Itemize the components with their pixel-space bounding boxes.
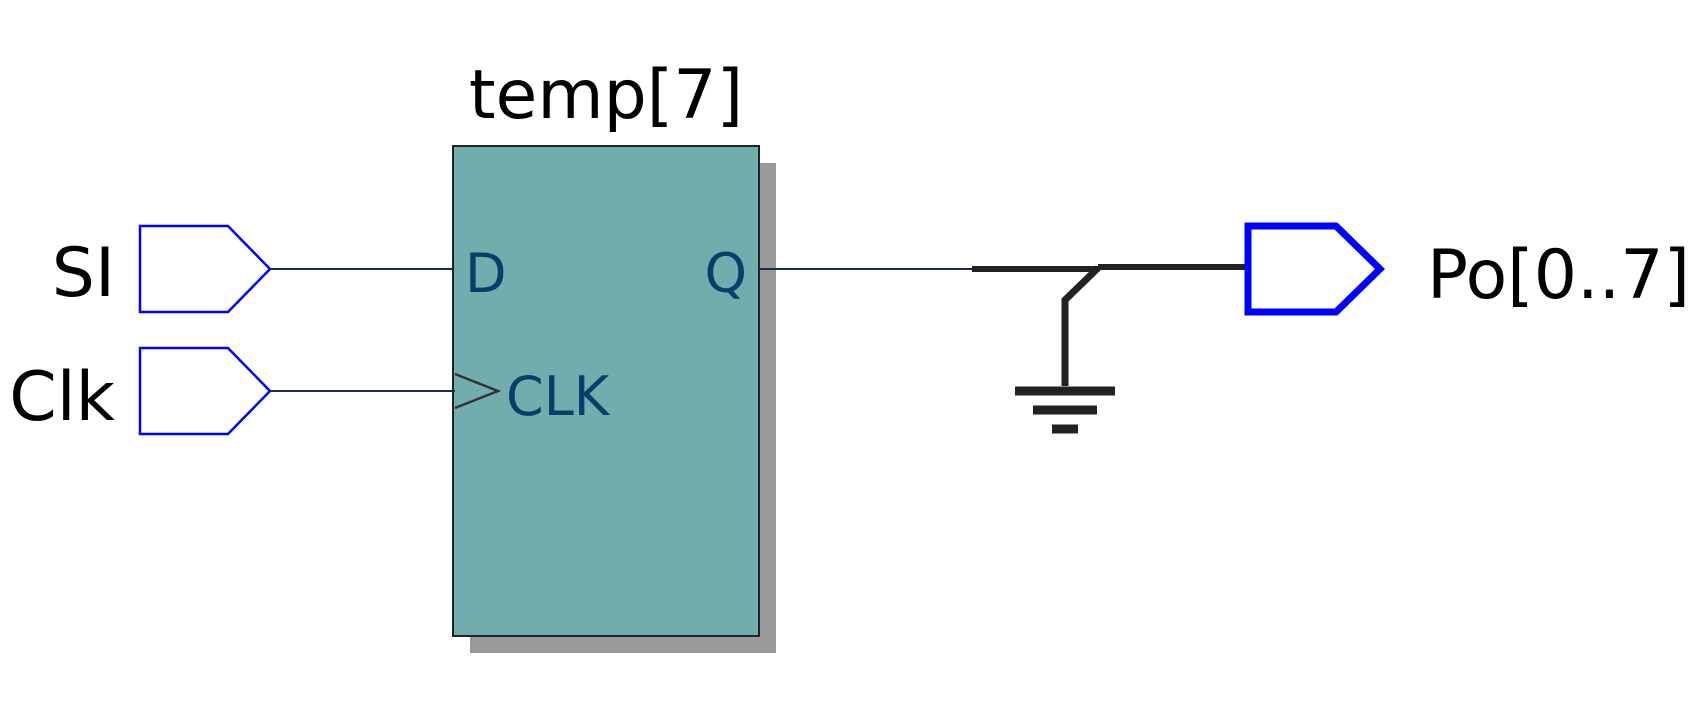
pin-clk-label: CLK — [506, 365, 611, 428]
output-port-label: Po[0..7] — [1427, 236, 1690, 315]
input-port-label-si: SI — [52, 234, 115, 313]
output-port-po[interactable] — [1244, 222, 1386, 316]
input-port-si[interactable] — [138, 224, 272, 314]
input-port-label-clk: Clk — [9, 358, 115, 437]
ground-icon — [1015, 386, 1115, 434]
input-port-clk[interactable] — [138, 346, 272, 436]
cell-instance-label: temp[7] — [469, 56, 743, 135]
pin-q-label: Q — [704, 242, 747, 305]
pin-d-label: D — [465, 242, 507, 305]
flip-flop-cell[interactable] — [452, 145, 760, 637]
bus-ripper — [1061, 265, 1101, 386]
clock-pin-triangle-icon — [454, 372, 502, 410]
